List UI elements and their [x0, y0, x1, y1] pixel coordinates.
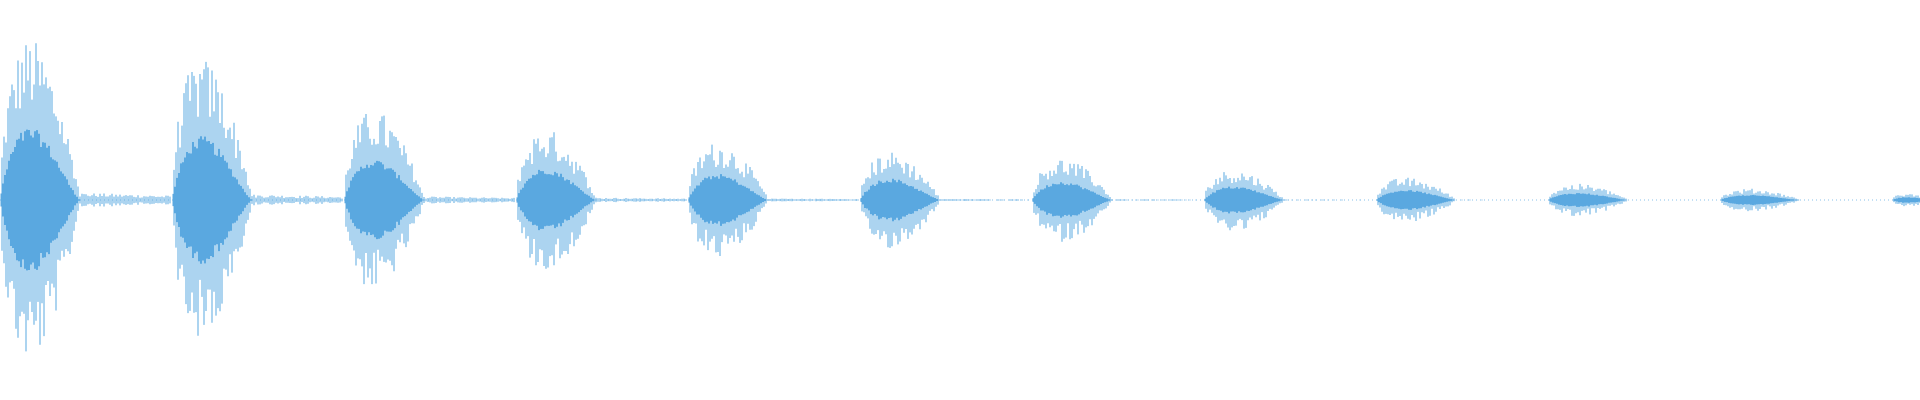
waveform-pulse-9 — [1376, 177, 1483, 221]
waveform-pulse-5 — [688, 144, 859, 256]
waveform-tail-noise — [1283, 199, 1361, 201]
waveform-tail-noise — [1461, 199, 1483, 201]
waveform-pulse-strokes — [1, 43, 79, 352]
waveform-pulse-strokes — [1033, 160, 1111, 242]
waveform-pulse-strokes — [173, 61, 251, 336]
waveform-pulse-strokes — [1721, 188, 1799, 212]
waveform-pulse-strokes — [1893, 194, 1920, 207]
waveform-pulse-2 — [172, 61, 343, 336]
waveform-tail-noise — [1111, 199, 1197, 201]
waveform-pulse-12 — [1892, 194, 1920, 207]
waveform-pulse-3 — [344, 114, 515, 285]
waveform-pulse-strokes — [345, 114, 423, 285]
waveform-pulse-strokes — [1549, 183, 1627, 216]
waveform-pulse-strokes — [689, 144, 767, 256]
waveform-bursts — [0, 43, 1920, 352]
waveform-tail-noise — [767, 198, 859, 202]
waveform-pulse-4 — [516, 132, 687, 269]
waveform-pulse-1 — [0, 43, 171, 352]
waveform-tail-noise — [423, 196, 515, 204]
waveform-tail-noise — [251, 194, 343, 206]
waveform-pulse-strokes — [517, 132, 595, 269]
waveform-pulse-11 — [1720, 188, 1800, 212]
waveform-tail-noise — [939, 199, 1029, 201]
waveform-pulse-7 — [1032, 160, 1197, 242]
waveform-pulse-8 — [1204, 172, 1361, 231]
waveform-tail-noise — [79, 193, 171, 207]
waveform-pulse-6 — [860, 152, 1029, 248]
waveform-pulse-10 — [1548, 183, 1628, 216]
waveform-pulse-strokes — [1205, 172, 1283, 231]
waveform-tail-noise — [595, 197, 687, 203]
waveform-pulse-strokes — [861, 152, 939, 248]
waveform-pulse-strokes — [1377, 177, 1455, 221]
